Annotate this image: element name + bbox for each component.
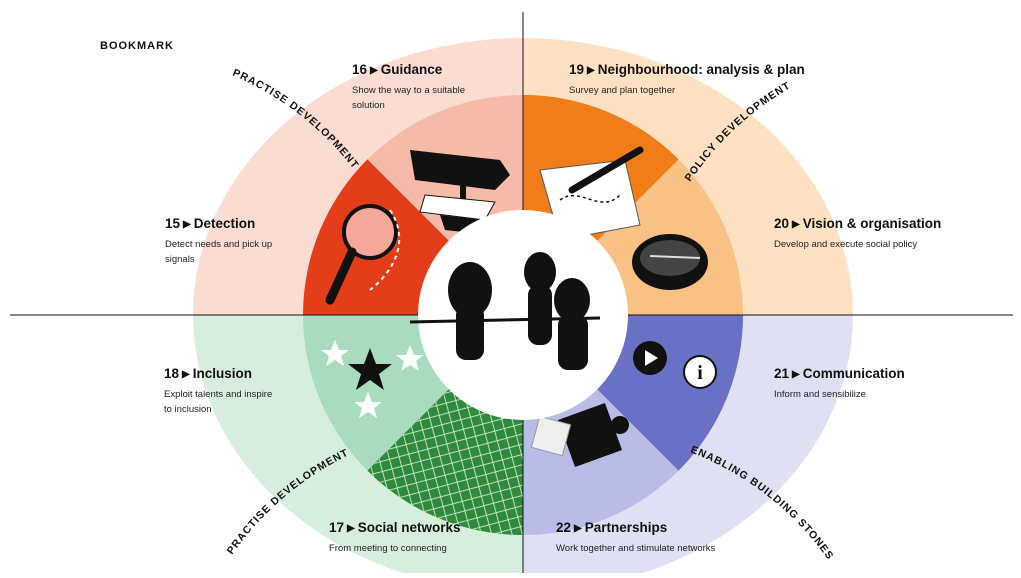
item-communication: 21▶Communication Inform and sensibilize xyxy=(774,366,905,400)
svg-text:i: i xyxy=(697,362,703,384)
bookmark-heading: BOOKMARK xyxy=(100,40,174,52)
media-bubbles-icon: i xyxy=(633,341,717,389)
item-inclusion: 18▶Inclusion Exploit talents and inspire… xyxy=(164,366,273,415)
item-social-networks: 17▶Social networks From meeting to conne… xyxy=(329,520,461,554)
people-figures-icon xyxy=(409,252,601,370)
item-neighbourhood: 19▶Neighbourhood: analysis & plan Survey… xyxy=(569,62,805,96)
plate-icon xyxy=(632,234,708,290)
item-vision: 20▶Vision & organisation Develop and exe… xyxy=(774,216,942,250)
item-partnerships: 22▶Partnerships Work together and stimul… xyxy=(556,520,716,554)
puzzle-icon xyxy=(530,402,629,468)
stars-icon xyxy=(321,340,424,418)
magnifier-icon xyxy=(325,204,401,305)
center-circle xyxy=(418,210,628,420)
